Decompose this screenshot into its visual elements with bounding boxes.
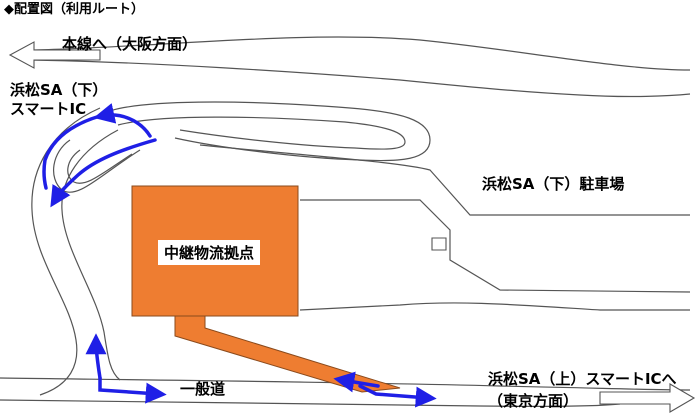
main-line-road-lower-edge <box>29 59 691 98</box>
main-line-road-upper-edge <box>29 36 691 71</box>
parking-area-outline-lower <box>300 199 691 293</box>
local-road-lower-edge <box>0 399 621 407</box>
label-smart-ic-up-line2: （東京方面） <box>488 392 579 410</box>
route-arrow-local-up <box>85 333 107 380</box>
map-title: ◆配置図（利用ルート） <box>4 2 144 17</box>
label-smart-ic-up-line1: 浜松SA（上）スマートICへ <box>488 370 677 388</box>
parking-area-outline-upper <box>199 144 690 216</box>
route-arrow-left-down <box>42 114 102 190</box>
local-road-upper-edge <box>0 377 691 391</box>
parking-small-building <box>431 237 447 251</box>
route-arrows <box>42 103 437 408</box>
osaka-direction-arrow <box>8 41 101 69</box>
route-arrow-facility-east <box>358 384 437 408</box>
route-arrow-ramp-entry <box>93 103 152 138</box>
label-parking-down: 浜松SA（下）駐車場 <box>482 175 625 193</box>
connector-road-left-edge <box>31 107 101 396</box>
small-loop-inner <box>67 149 133 184</box>
ramp-loop-outer <box>99 101 431 162</box>
label-smart-ic-down-line2: スマートIC <box>10 100 87 118</box>
label-smart-ic-down-line1: 浜松SA（下） <box>10 81 108 99</box>
route-arrow-local-east <box>98 376 167 404</box>
route-arrow-loop-down <box>50 138 157 208</box>
parking-area-boundary <box>299 302 690 311</box>
label-local-road: 一般道 <box>180 380 226 398</box>
route-arrow-facility-west <box>333 371 380 393</box>
label-facility: 中継物流拠点 <box>158 240 261 265</box>
ramp-loop-inner <box>117 116 406 150</box>
tokyo-direction-arrow <box>599 383 696 413</box>
label-main-line-osaka: 本線へ（大阪方面） <box>62 35 198 53</box>
connector-road-right-edge <box>61 129 121 381</box>
